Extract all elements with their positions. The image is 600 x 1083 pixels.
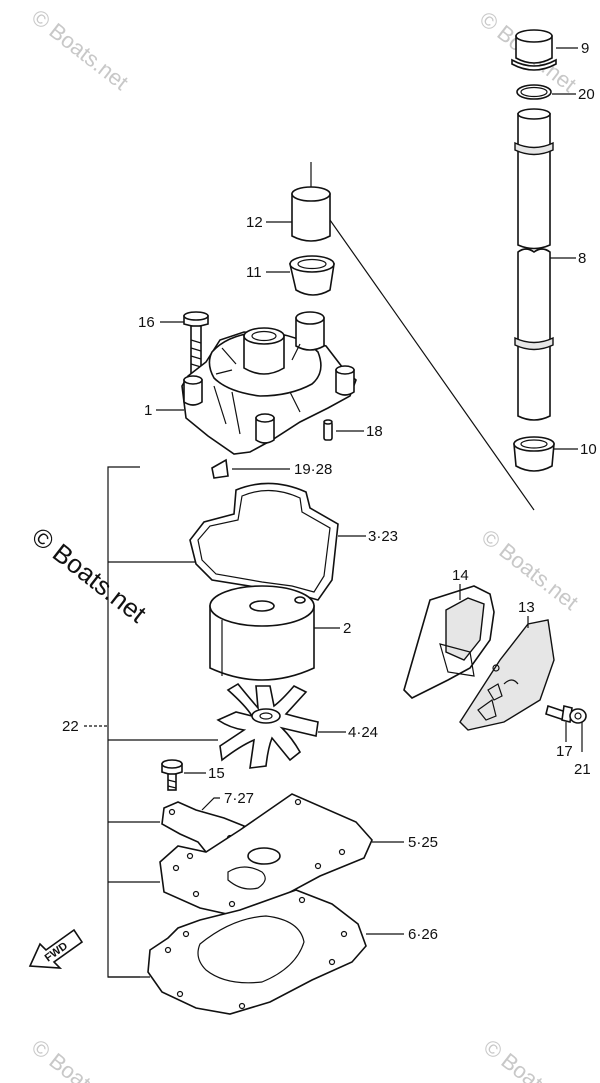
part-6-gasket [147,889,367,1015]
callout-13: 13 [518,599,535,616]
kit-bracket [107,466,140,978]
divider-line [310,162,535,511]
part-2-liner [209,585,315,681]
part-11-grommet [288,255,335,296]
part-16-bolt [183,311,209,375]
part-5-plate [159,793,373,917]
callout-19-28: 19·28 [294,461,332,478]
callout-7-27: 7·27 [224,790,254,807]
part-8-water-tube [514,108,554,421]
callout-15: 15 [208,765,225,782]
callout-1: 1 [144,402,152,419]
callout-11: 11 [246,264,262,281]
callout-8: 8 [578,250,586,267]
part-10-grommet [513,436,555,472]
callout-12: 12 [246,214,263,231]
callout-22: 22 [62,718,79,735]
part-21-washer [569,708,587,724]
part-17-screw [545,704,573,723]
part-14-cover [403,585,495,699]
watermark: © Boats.net [479,1034,585,1083]
callout-10: 10 [580,441,597,458]
part-12-sleeve [291,186,331,242]
part-13-plate [459,619,555,731]
watermark-main: © Boats.net [26,521,152,629]
part-19-key [211,458,229,479]
part-9-sleeve [511,29,557,71]
part-3-outer-seal [189,482,339,601]
callout-5-25: 5·25 [408,834,438,851]
callout-18: 18 [366,423,383,440]
callout-17: 17 [556,743,573,760]
callout-20: 20 [578,86,595,103]
callout-21: 21 [574,761,591,778]
part-15-screw [161,759,183,791]
watermark: © Boats.net [27,1034,133,1083]
fwd-arrow-icon: FWD [28,928,84,969]
part-4-impeller [216,682,319,769]
callout-9: 9 [581,40,589,57]
callout-14: 14 [452,567,469,584]
callout-16: 16 [138,314,155,331]
callout-3-23: 3·23 [368,528,398,545]
callout-4-24: 4·24 [348,724,378,741]
part-18-pin [323,419,333,441]
callout-6-26: 6·26 [408,926,438,943]
part-1-pump-case [181,311,357,455]
watermark: © Boats.net [27,4,133,95]
callout-2: 2 [343,620,351,637]
